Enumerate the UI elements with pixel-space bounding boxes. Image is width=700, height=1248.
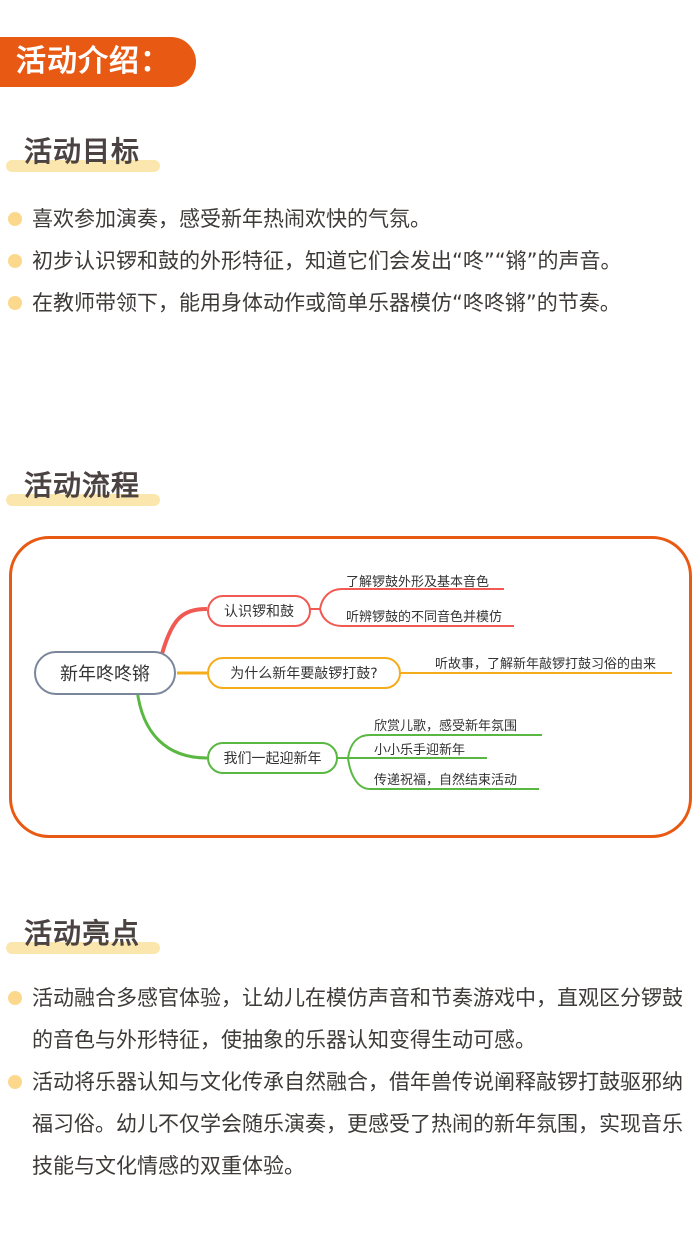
section-title: 活动亮点 <box>24 917 141 950</box>
mindmap-leaf: 听故事，了解新年敲锣打鼓习俗的由来 <box>435 657 657 672</box>
section-title: 活动目标 <box>24 135 141 168</box>
bullet-dot-icon <box>8 1075 22 1089</box>
mindmap-root-node: 新年咚咚锵 <box>34 651 176 695</box>
bullet-dot-icon <box>8 212 22 226</box>
section-heading-goals: 活动目标 <box>6 130 162 174</box>
intro-badge: 活动介绍： <box>0 37 196 87</box>
heading-underline <box>6 160 160 172</box>
bullet-dot-icon <box>8 254 22 268</box>
list-item: 喜欢参加演奏，感受新年热闹欢快的气氛。 <box>0 198 700 240</box>
mindmap-panel: 新年咚咚锵 认识锣和鼓 了解锣鼓外形及基本音色 听辨锣鼓的不同音色并模仿 为什么… <box>9 536 692 838</box>
mindmap-leaf: 小小乐手迎新年 <box>374 743 466 758</box>
mindmap-connectors <box>135 588 672 790</box>
heading-underline <box>6 494 160 506</box>
section-heading-process: 活动流程 <box>6 464 162 508</box>
bullet-dot-icon <box>8 296 22 310</box>
section-title: 活动流程 <box>24 469 141 502</box>
mindmap-branch-node: 为什么新年要敲锣打鼓? <box>207 657 401 689</box>
list-item: 在教师带领下，能用身体动作或简单乐器模仿“咚咚锵”的节奏。 <box>0 282 700 324</box>
mindmap-leaf: 了解锣鼓外形及基本音色 <box>346 575 490 590</box>
highlights-list: 活动融合多感官体验，让幼儿在模仿声音和节奏游戏中，直观区分锣鼓的音色与外形特征，… <box>0 977 700 1187</box>
mindmap-branch-node: 认识锣和鼓 <box>207 595 311 627</box>
list-item: 活动融合多感官体验，让幼儿在模仿声音和节奏游戏中，直观区分锣鼓的音色与外形特征，… <box>0 977 700 1061</box>
mindmap-leaf: 听辨锣鼓的不同音色并模仿 <box>346 610 503 625</box>
section-heading-highlights: 活动亮点 <box>6 912 162 956</box>
list-item: 初步认识锣和鼓的外形特征，知道它们会发出“咚”“锵”的声音。 <box>0 240 700 282</box>
goals-list: 喜欢参加演奏，感受新年热闹欢快的气氛。 初步认识锣和鼓的外形特征，知道它们会发出… <box>0 198 700 324</box>
mindmap-branch-node: 我们一起迎新年 <box>207 742 338 774</box>
bullet-dot-icon <box>8 991 22 1005</box>
mindmap-leaf: 传递祝福，自然结束活动 <box>374 773 518 788</box>
mindmap-leaf: 欣赏儿歌，感受新年氛围 <box>374 719 518 734</box>
heading-underline <box>6 942 160 954</box>
list-item: 活动将乐器认知与文化传承自然融合，借年兽传说阐释敲锣打鼓驱邪纳福习俗。幼儿不仅学… <box>0 1061 700 1187</box>
